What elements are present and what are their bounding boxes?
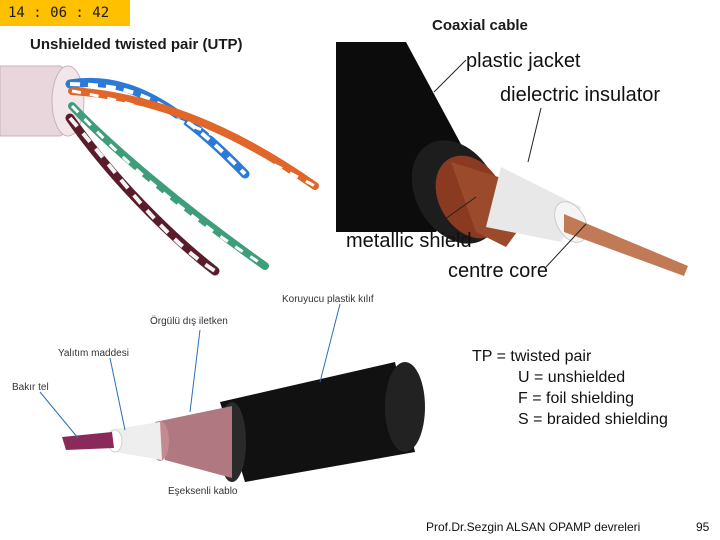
utp-cable-svg bbox=[0, 56, 335, 278]
footer-text: Prof.Dr.Sezgin ALSAN OPAMP devreleri bbox=[426, 520, 641, 534]
coax-cable-image: plastic jacket dielectric insulator meta… bbox=[336, 42, 690, 282]
coax-title: Coaxial cable bbox=[432, 17, 528, 34]
tp-line-3: F = foil shielding bbox=[518, 390, 635, 407]
label-centre-core: centre core bbox=[448, 260, 549, 282]
timer-badge: 14 : 06 : 42 bbox=[0, 0, 130, 26]
label-tr-caption: Eşeksenli kablo bbox=[168, 486, 238, 497]
coax-tr-image: Koruyucu plastik kılıf Örgülü dış iletke… bbox=[0, 282, 452, 515]
tp-line-2: U = unshielded bbox=[518, 369, 626, 386]
label-tr-jacket: Koruyucu plastik kılıf bbox=[282, 294, 374, 305]
tp-definitions: TP = twisted pair U = unshielded F = foi… bbox=[472, 346, 668, 430]
page-number: 95 bbox=[696, 520, 710, 534]
utp-title: Unshielded twisted pair (UTP) bbox=[30, 36, 243, 53]
tp-line-1: TP = twisted pair bbox=[472, 348, 592, 365]
label-metallic-shield: metallic shield bbox=[346, 230, 472, 252]
utp-cable-image bbox=[0, 56, 335, 278]
coax-cable-svg bbox=[336, 42, 690, 282]
tp-line-4: S = braided shielding bbox=[518, 411, 668, 428]
label-tr-braid: Örgülü dış iletken bbox=[150, 316, 228, 327]
label-tr-copper: Bakır tel bbox=[12, 382, 49, 393]
label-dielectric: dielectric insulator bbox=[500, 84, 661, 106]
label-tr-insulation: Yalıtım maddesi bbox=[58, 348, 129, 359]
label-plastic-jacket: plastic jacket bbox=[466, 50, 581, 72]
coax-tr-svg bbox=[0, 282, 452, 515]
